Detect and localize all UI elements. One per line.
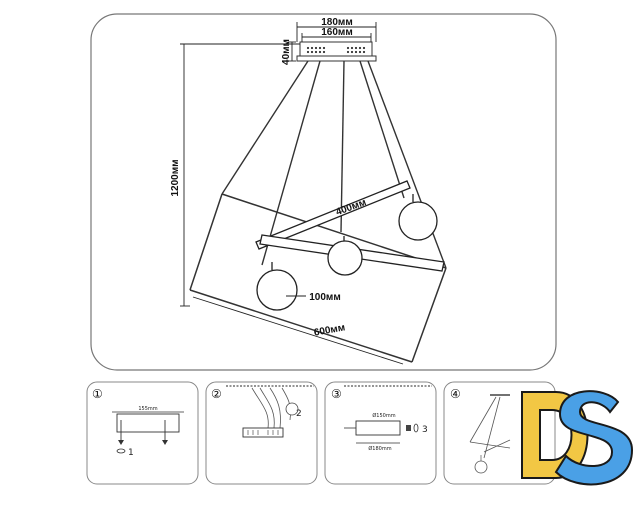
step-2-number: ② [211, 387, 222, 401]
dim-top-inner: 160мм [321, 27, 352, 38]
globe-lights [256, 194, 438, 311]
logo-letter-s [554, 390, 634, 486]
step-2-callout: 2 [296, 409, 302, 419]
globe-left [256, 269, 298, 311]
suspension-cables [221, 60, 447, 269]
dim-overall-length: 600мм [313, 322, 346, 338]
ds-logo: DS [521, 390, 634, 489]
step-1-panel: ① 155mm 1 [86, 381, 199, 485]
step-1-callout: 1 [128, 448, 134, 458]
main-diagram-frame [90, 13, 557, 371]
logo-text: DS [577, 487, 579, 489]
step-2-panel: ② 2 [205, 381, 318, 485]
dim-canopy-height: 40мм [281, 39, 292, 65]
step-3-panel: ③ Ø150mm 3 Ø180mm [324, 381, 437, 485]
globe-middle [327, 240, 363, 276]
step-1-number: ① [92, 387, 103, 401]
dim-globe-diameter: 100мм [309, 292, 340, 303]
step-4-number: ④ [450, 387, 461, 401]
lamp-frame [189, 193, 447, 363]
dim-total-height: 1200мм [170, 159, 181, 196]
step-3-callout: 3 [422, 425, 428, 435]
canopy [296, 41, 377, 62]
step-3-top-label: Ø150mm [372, 412, 395, 419]
globe-right [398, 201, 438, 241]
step-3-bottom-label: Ø180mm [368, 445, 391, 452]
dim-top-outer: 180мм [321, 17, 352, 28]
step-1-label: 155mm [138, 406, 157, 412]
dimension-lines [180, 22, 377, 307]
step-3-number: ③ [331, 387, 342, 401]
